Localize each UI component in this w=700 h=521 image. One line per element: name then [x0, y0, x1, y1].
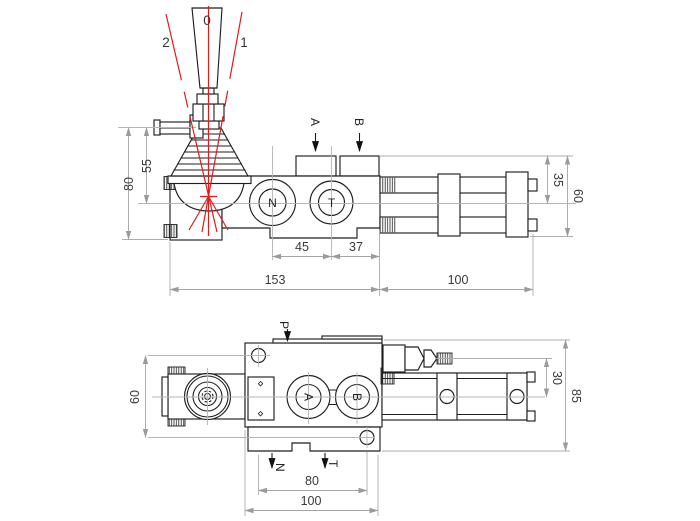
thread-bottom-rod — [381, 217, 396, 233]
dimensions-top: 60 30 85 80 100 — [128, 339, 583, 516]
port-b-label: B — [352, 118, 366, 126]
spool-window — [247, 376, 275, 421]
dim-60-top: 60 — [128, 355, 149, 438]
dim-100-front: 100 — [379, 273, 534, 293]
body-top-step — [272, 338, 383, 344]
port-p-label: P — [277, 321, 291, 329]
rod-tab-bottom — [526, 410, 536, 422]
tie-rods-top — [380, 344, 536, 422]
window-detents — [257, 380, 264, 417]
boot-ribs — [173, 133, 246, 171]
port-a-block — [295, 155, 337, 177]
dim-60-front: 60 — [564, 155, 585, 237]
dim-30: 30 — [543, 358, 564, 398]
port-a-top-label: A — [302, 393, 316, 401]
dim-35: 35 — [544, 155, 565, 204]
dim-100-top-text: 100 — [301, 494, 322, 508]
dim-153-text: 153 — [265, 273, 286, 287]
dim-35-text: 35 — [551, 173, 565, 187]
lever-stem-flange — [196, 93, 219, 105]
bracket-knurl-top — [167, 366, 186, 375]
top-view: 60 30 85 80 100 P N — [128, 321, 583, 516]
port-b-block — [339, 155, 380, 177]
knurl-band-bottom — [163, 224, 178, 238]
port-n-top-label: N — [273, 463, 287, 472]
port-t-label: T — [328, 196, 336, 210]
extension-lines-top — [244, 339, 570, 516]
rod-end-tab-top — [527, 178, 538, 192]
dim-85: 85 — [562, 339, 583, 452]
adjuster-block — [382, 344, 406, 373]
port-labels-top: P N T A B — [268, 321, 364, 472]
extension-lines-front — [122, 155, 573, 296]
dimensions-front: 55 80 35 60 45 37 — [122, 127, 585, 296]
body-main-front — [221, 175, 381, 239]
rod-tab-top — [526, 371, 536, 383]
bracket-knurl-bottom — [167, 418, 186, 427]
dim-55: 55 — [140, 127, 154, 204]
lever-handle — [191, 7, 223, 89]
lever-pos-1-label: 1 — [240, 35, 248, 50]
hex-nut-facets — [202, 104, 215, 121]
dim-80-text: 80 — [122, 177, 136, 191]
adjuster-hex-2 — [423, 349, 438, 368]
rod-end-tab-bottom — [527, 218, 538, 232]
dim-37-text: 37 — [349, 240, 363, 254]
plate-1-hole — [439, 388, 455, 405]
port-b-top-label: B — [350, 393, 364, 401]
clamp-plate-2 — [505, 171, 529, 238]
lever-swing-left — [188, 196, 210, 231]
dim-60-front-text: 60 — [571, 189, 585, 203]
pivot-thread-circle — [201, 390, 214, 403]
dim-80-top-text: 80 — [305, 474, 319, 488]
dim-60-top-text: 60 — [128, 390, 142, 404]
valve-body-front — [163, 155, 381, 241]
port-t-top-label: T — [326, 460, 340, 468]
port-n-label: N — [268, 196, 277, 210]
body-lower-flange — [247, 426, 381, 452]
dim-80: 80 — [122, 127, 136, 240]
centerlines-top — [148, 345, 545, 448]
bracket-end-cap — [161, 376, 169, 417]
dim-30-text: 30 — [550, 371, 564, 385]
bolt-hole-crosshairs — [148, 345, 375, 448]
lever-position-1-line — [201, 11, 243, 233]
front-view: 55 80 35 60 45 37 — [118, 6, 585, 296]
dim-45-text: 45 — [295, 240, 309, 254]
dim-153: 153 — [169, 273, 380, 293]
dim-55-text: 55 — [140, 159, 154, 173]
thread-top-rod — [381, 177, 396, 193]
boot-rim — [167, 175, 252, 185]
plate-2-hole — [509, 388, 525, 405]
lever-pos-2-label: 2 — [162, 35, 170, 50]
clamp-plate-1 — [437, 173, 461, 237]
port-labels-front: A B N T — [268, 118, 366, 210]
adjuster-hex-1 — [404, 346, 425, 371]
dim-37: 37 — [331, 240, 380, 260]
lever-travel-lines: 0 1 2 — [162, 6, 248, 236]
dim-100-front-text: 100 — [448, 273, 469, 287]
tie-rods-front — [379, 171, 538, 238]
port-a-label: A — [308, 118, 322, 126]
port-web-lines — [329, 389, 337, 406]
dim-100-top: 100 — [244, 494, 379, 514]
valve-body-top — [161, 335, 383, 452]
lever-swing-right — [207, 196, 229, 231]
dim-45: 45 — [272, 240, 332, 260]
body-top-tab — [321, 335, 383, 340]
dim-80-top: 80 — [258, 474, 368, 494]
dim-85-text: 85 — [569, 389, 583, 403]
lever-pos-0-label: 0 — [203, 13, 211, 28]
